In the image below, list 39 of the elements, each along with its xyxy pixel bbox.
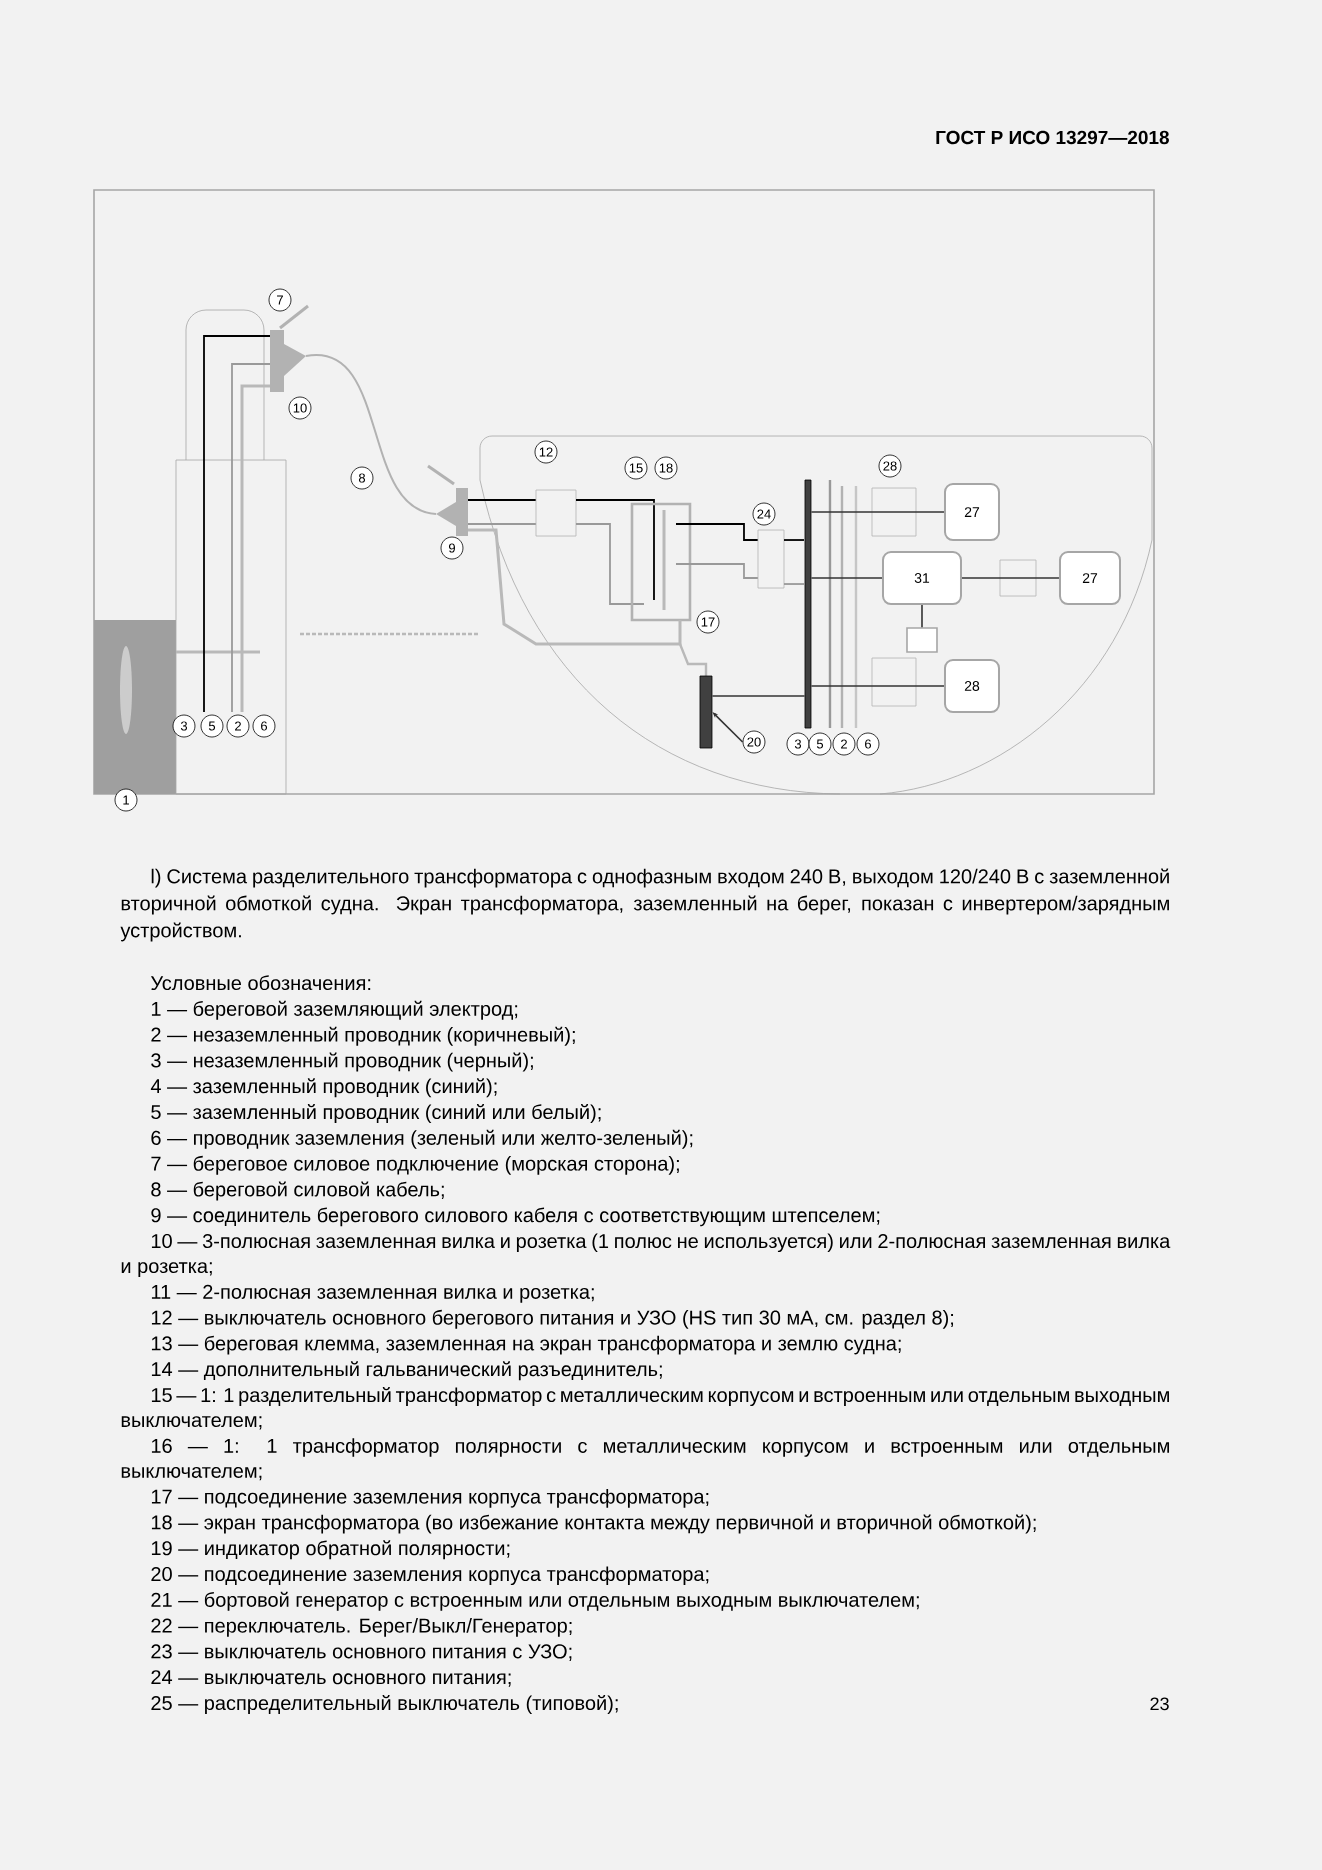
legend-text: 13 — береговая клемма, заземленная на экран трансформатора и землю судна;	[151, 1335, 901, 1355]
legend-text: 18 — экран трансформатора (во избежание контакта между первичной и вторичной обмоткой);	[151, 1514, 1036, 1534]
connector-line	[810, 685, 945, 687]
terminal-bar	[699, 675, 713, 749]
legend-text: 4 — заземленный проводник (синий);	[150, 1078, 497, 1098]
legend-text: 24 — выключатель основного питания;	[151, 1670, 511, 1687]
legend-text: 16 — 1: 1 трансформатор полярности с металлическим корпусом и встроенным или отдельным выключателем;	[121, 1438, 1169, 1481]
caption-text: l) Система разделительного трансформатора с однофазным входом 240 В, выходом 120/240 В с заземленной вторичной обмоткой судна. Экран трансформатора, заземленный на берег, показан с инвертером/зарядным устройством.	[120, 868, 1169, 942]
legend-text: 2 — незаземленный проводник (коричневый);	[151, 1026, 575, 1046]
legend-text: 23 — выключатель основного питания с УЗО;	[151, 1644, 572, 1661]
legend-text: 1 — береговой заземляющий электрод;	[151, 1000, 518, 1020]
legend-text: 6 — проводник заземления (зеленый или желто-зеленый);	[151, 1129, 693, 1149]
legend-text: 11 — 2-полюсная заземленная вилка и розетка;	[151, 1284, 594, 1303]
legend-text: 7 — береговое силовое подключение (морская сторона);	[151, 1155, 679, 1175]
legend-text: 22 — переключатель. Берег/Выкл/Генератор;	[151, 1618, 572, 1637]
connector-line	[810, 511, 945, 513]
legend-text: 21 — бортовой генератор с встроенным или отдельным выходным выключателем;	[151, 1591, 919, 1611]
legend-text: 3 — незаземленный проводник (черный);	[151, 1052, 533, 1072]
header-text: ГОСТ Р ИСО 13297—2018	[936, 130, 1169, 145]
legend-text: 15 — 1: 1 разделительный трансформатор с металлическим корпусом и встроенным или отдельным выходным выключателем;	[121, 1387, 1169, 1430]
legend-text: 19 — индикатор обратной полярности;	[151, 1540, 510, 1560]
legend-text: 25 — распределительный выключатель (типовой);	[151, 1695, 618, 1715]
legend-text: 20 — подсоединение заземления корпуса трансформатора;	[151, 1566, 709, 1586]
small-box	[906, 627, 938, 653]
legend-text: 8 — береговой силовой кабель;	[151, 1181, 444, 1201]
connector-line	[921, 604, 923, 628]
connector-line	[810, 577, 883, 579]
legend-text: 9 — соединитель берегового силового кабеля с соответствующим штепселем;	[151, 1207, 880, 1227]
legend-text: 14 — дополнительный гальванический разъединитель;	[151, 1361, 662, 1381]
legend-text: 10 — 3-полюсная заземленная вилка и розетка (1 полюс не используется) или 2-полюсная заземленная вилка и розетка;	[121, 1233, 1171, 1278]
connector-line	[961, 577, 1060, 579]
legend-text: 12 — выключатель основного берегового питания и УЗО (HS тип 30 мА, см. раздел 8);	[151, 1309, 953, 1329]
legend-text: 5 — заземленный проводник (синий или белый);	[151, 1104, 601, 1124]
legend-text: Условные обозначения:	[150, 975, 371, 991]
page-number: 23	[1150, 1697, 1169, 1711]
connector-line	[711, 695, 806, 697]
connector-line	[712, 712, 744, 743]
bus-bar	[804, 479, 812, 729]
legend-text: 17 — подсоединение заземления корпуса трансформатора;	[151, 1489, 709, 1508]
